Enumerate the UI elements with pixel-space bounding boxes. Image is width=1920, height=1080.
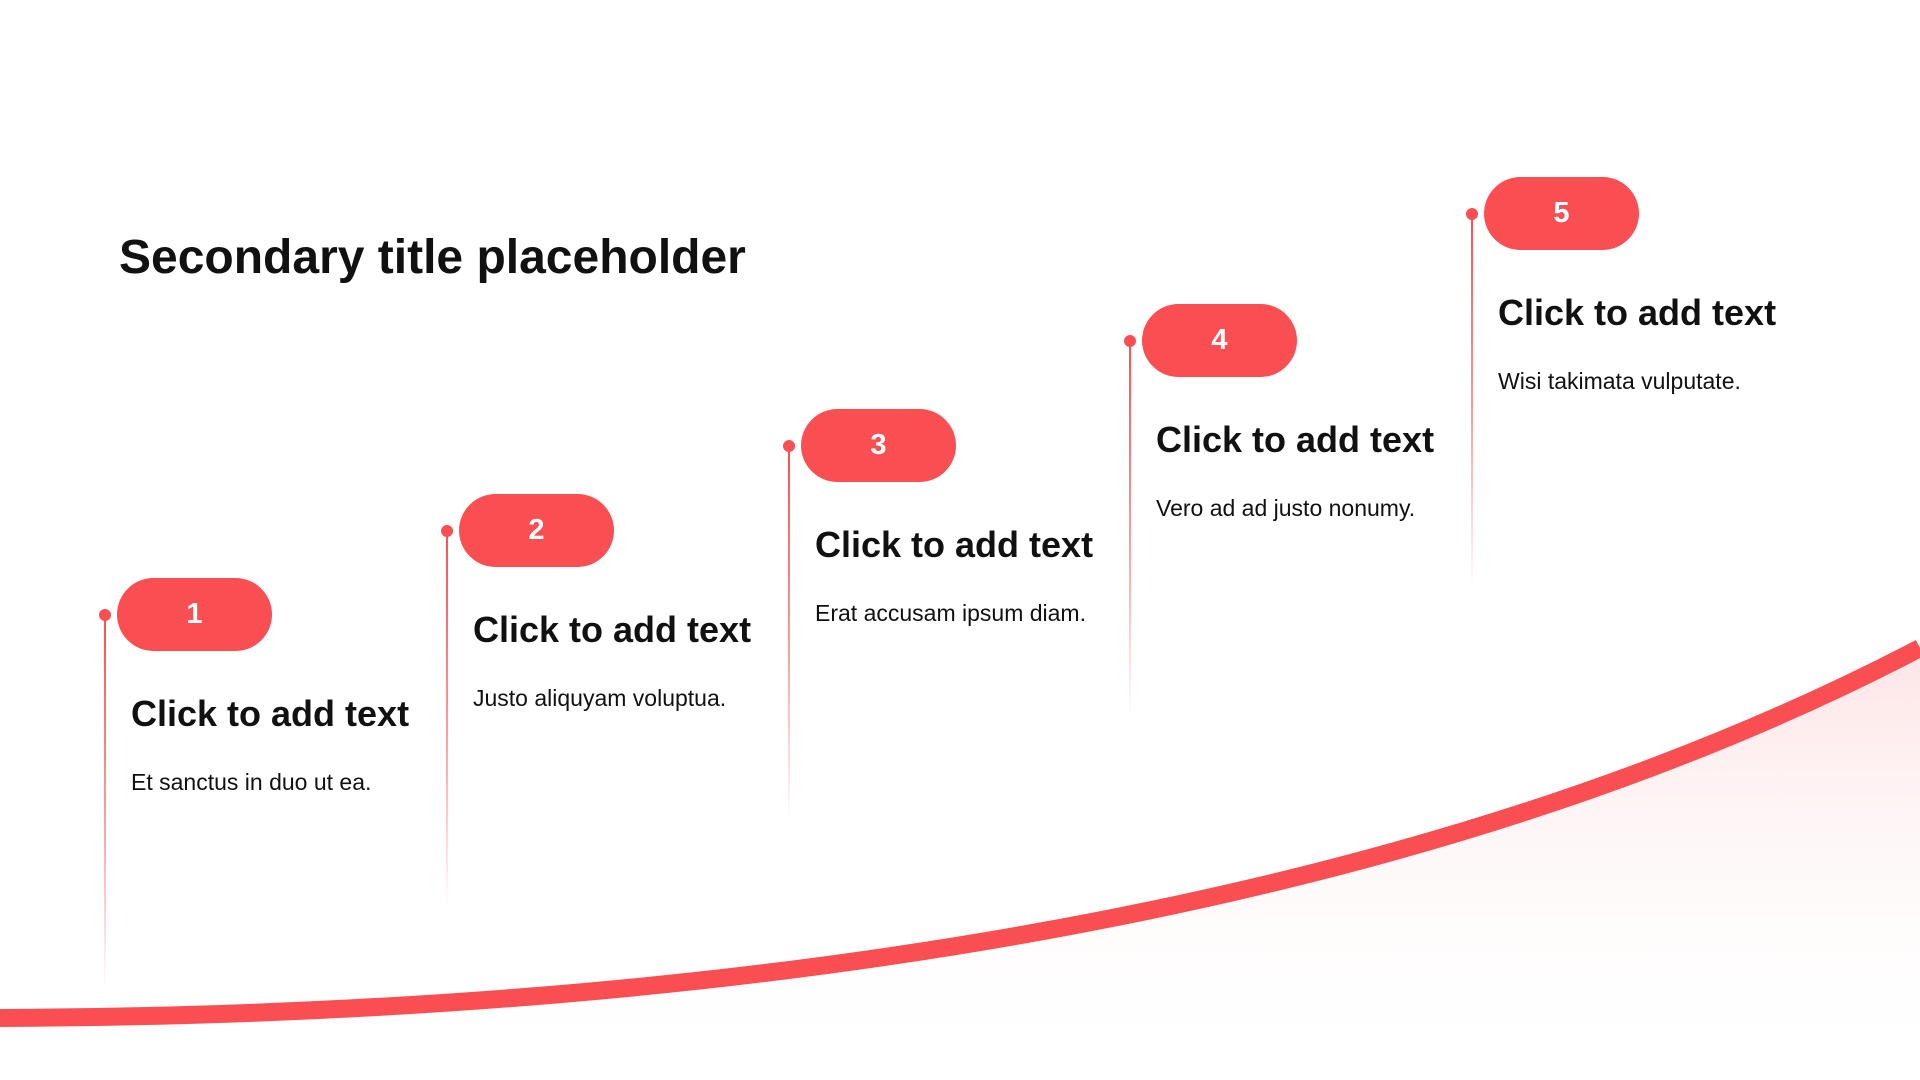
step-connector-line	[1471, 214, 1473, 589]
step-connector-line	[446, 531, 448, 906]
slide-title[interactable]: Secondary title placeholder	[119, 231, 746, 284]
step-connector-line	[104, 615, 106, 990]
step-connector-line	[1129, 341, 1131, 716]
step-description[interactable]: Justo aliquyam voluptua.	[473, 685, 727, 711]
step-description[interactable]: Et sanctus in duo ut ea.	[131, 769, 372, 795]
step-marker-dot	[783, 440, 795, 452]
growth-curve-line	[0, 640, 1920, 1027]
step-heading[interactable]: Click to add text	[815, 524, 1094, 565]
step-marker-dot	[1124, 335, 1136, 347]
step-heading[interactable]: Click to add text	[473, 609, 752, 650]
step-heading[interactable]: Click to add text	[131, 693, 410, 734]
step-description[interactable]: Erat accusam ipsum diam.	[815, 600, 1086, 626]
step-connector-line	[788, 446, 790, 821]
step-number-badge: 5	[1484, 177, 1639, 250]
step-number-badge: 2	[459, 494, 614, 567]
step-number-badge: 3	[801, 409, 956, 482]
step-description[interactable]: Wisi takimata vulputate.	[1498, 368, 1741, 394]
step-number-badge: 1	[117, 578, 272, 651]
step-description[interactable]: Vero ad ad justo nonumy.	[1156, 495, 1416, 521]
step-marker-dot	[99, 609, 111, 621]
step-heading[interactable]: Click to add text	[1498, 292, 1777, 333]
step-number-badge: 4	[1142, 304, 1297, 377]
step-marker-dot	[441, 525, 453, 537]
step-marker-dot	[1466, 208, 1478, 220]
step-heading[interactable]: Click to add text	[1156, 419, 1435, 460]
growth-curve-fill	[0, 648, 1920, 1080]
